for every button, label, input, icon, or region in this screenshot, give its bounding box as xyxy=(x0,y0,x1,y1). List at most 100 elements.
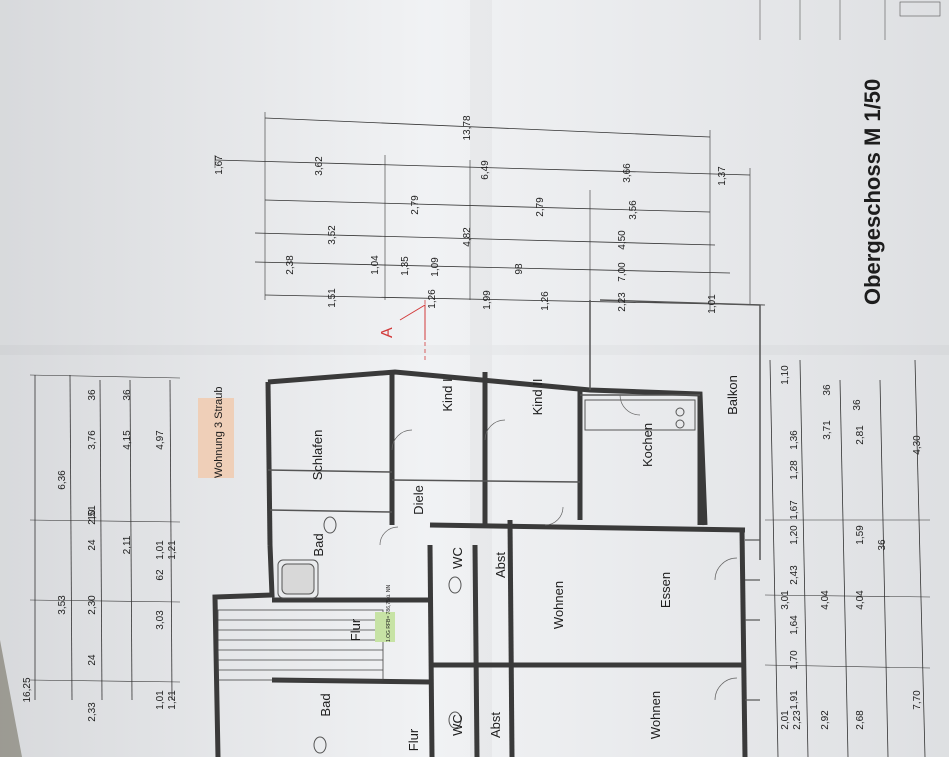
dimension-label: 1,35 xyxy=(400,256,411,276)
dimension-label: 1,20 xyxy=(789,525,800,545)
unit-label: Wohnung 3 Straub xyxy=(213,386,225,478)
dimension-label: 1,09 xyxy=(430,257,441,277)
room-label: Wohnen xyxy=(648,691,663,739)
room-label: Abst xyxy=(488,712,503,738)
dimension-label: 24 xyxy=(87,654,98,666)
dimension-label: 16,25 xyxy=(22,677,33,702)
dimension-label: 10 xyxy=(87,509,98,521)
facade-windows xyxy=(745,539,760,701)
dimension-label: 3,62 xyxy=(314,156,325,176)
room-label: Bad xyxy=(318,693,333,716)
stair-flight xyxy=(217,609,384,681)
dimension-label: 1,59 xyxy=(855,525,866,545)
elevation-note: 1.OG RFB= 786,75 ü. NN xyxy=(386,585,392,642)
section-marker-label: A xyxy=(379,327,396,338)
room-label: Schlafen xyxy=(310,430,325,481)
dimension-lines-bottom xyxy=(764,359,931,757)
dimension-label: 4,04 xyxy=(855,590,866,610)
room-label: Abst xyxy=(493,552,508,578)
dimension-label: 1,10 xyxy=(780,365,791,385)
dimension-label: 2,30 xyxy=(87,595,98,615)
dimension-label: 1,51 xyxy=(327,288,338,308)
dimension-label: 1,28 xyxy=(789,460,800,480)
kitchen-counter xyxy=(584,399,696,431)
dimension-label: 2,11 xyxy=(122,535,133,554)
dimension-label: 4,82 xyxy=(462,227,473,247)
thin-partitions xyxy=(267,299,761,560)
dimension-label: 2,23 xyxy=(792,710,803,730)
dimension-label: 1,36 xyxy=(789,430,800,450)
dimension-label: 1,37 xyxy=(717,166,728,186)
dimension-label: 1,01 xyxy=(155,540,166,560)
dimension-label: 7,00 xyxy=(617,262,628,282)
dimension-label: 2,01 xyxy=(780,710,791,730)
room-label: Flur xyxy=(348,618,363,641)
dimension-label: 1,21 xyxy=(167,690,178,710)
elevation-note-box xyxy=(375,612,395,642)
dimension-label: 1,64 xyxy=(789,615,800,635)
dimension-label: 1,21 xyxy=(167,540,178,560)
dimension-label: 2,43 xyxy=(789,565,800,585)
unit-label-box xyxy=(198,398,234,478)
dimension-label: 2,68 xyxy=(855,710,866,730)
dimension-label: 2,38 xyxy=(285,255,296,275)
dimension-label: 6,36 xyxy=(57,470,68,490)
room-label: WC xyxy=(450,547,465,569)
dimension-label: 1,99 xyxy=(482,290,493,310)
dimension-lines-left xyxy=(29,374,181,701)
dimension-label: 13,78 xyxy=(462,115,473,140)
dimension-label: 62 xyxy=(155,569,166,581)
dimension-label: 1,26 xyxy=(427,289,438,309)
dimension-lines-top xyxy=(214,112,766,310)
dimension-label: 1,01 xyxy=(155,690,166,710)
dimension-label: 24 xyxy=(87,539,98,551)
room-label: Kochen xyxy=(640,423,655,467)
dimension-label: 1,67 xyxy=(789,500,800,520)
legend-block xyxy=(759,0,941,40)
room-label: Kind II xyxy=(530,379,545,416)
room-label: Flur xyxy=(406,728,421,751)
room-label: Wohnen xyxy=(551,581,566,629)
dimension-label: 2,51 xyxy=(87,505,98,525)
dimension-label: 6,49 xyxy=(480,160,491,180)
dimension-label: 1,67 xyxy=(214,155,225,175)
dimension-label: 4,30 xyxy=(912,435,923,455)
dimension-label: 2,79 xyxy=(410,195,421,215)
dimension-label: 36 xyxy=(822,384,833,396)
dimension-label: 4,15 xyxy=(122,430,133,450)
dimension-label: 7,70 xyxy=(912,690,923,710)
plan-title: Obergeschoss M 1/50 xyxy=(860,79,885,305)
dimension-label: 3,03 xyxy=(155,610,166,630)
room-label: Kind I xyxy=(440,378,455,411)
dimension-label: 2,33 xyxy=(87,702,98,722)
dimension-label: 3,01 xyxy=(780,590,791,610)
dimension-labels-bottom: 1,10 36 3,71 1,36 2,81 36 1,28 1,67 1,20 1,59 4,30… xyxy=(780,365,923,730)
dimension-label: 1,04 xyxy=(370,255,381,275)
dimension-label: 2,23 xyxy=(617,292,628,312)
dimension-label: 1,26 xyxy=(540,291,551,311)
dimension-label: 36 xyxy=(122,389,133,401)
dimension-label: 4,04 xyxy=(820,590,831,610)
dimension-label: 3,53 xyxy=(57,595,68,615)
dimension-label: 36 xyxy=(87,389,98,401)
dimension-labels-left: 16,253,536,362,332,302,513,76362424102,1… xyxy=(22,389,178,722)
dimension-label: 4,50 xyxy=(617,230,628,250)
dimension-label: 1,70 xyxy=(789,650,800,670)
room-label: Diele xyxy=(411,485,426,515)
dimension-label: 2,79 xyxy=(535,197,546,217)
section-line xyxy=(399,300,426,360)
dimension-label: 3,71 xyxy=(822,420,833,440)
room-label: Essen xyxy=(658,572,673,608)
dimension-label: 36 xyxy=(877,539,888,551)
dimension-label: 2,81 xyxy=(855,425,866,445)
room-label: WC xyxy=(450,714,465,736)
dimension-label: 3,66 xyxy=(622,163,633,183)
dimension-label: 2,92 xyxy=(820,710,831,730)
toilet-fixture xyxy=(313,516,462,754)
dimension-label: 4,97 xyxy=(155,430,166,450)
bathtub xyxy=(277,559,319,599)
dimension-label: 3,56 xyxy=(628,200,639,220)
